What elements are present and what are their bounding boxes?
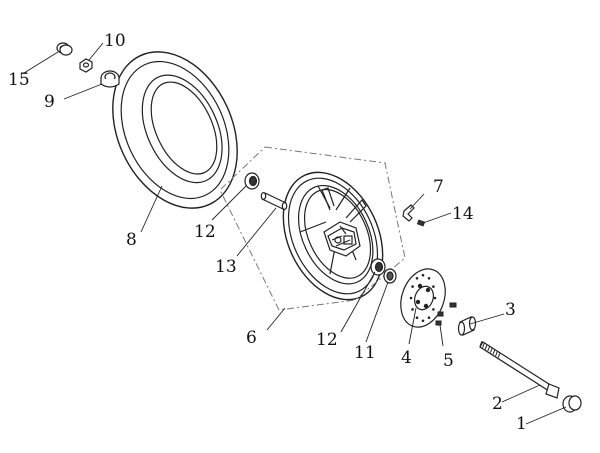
disc-hole (415, 316, 419, 320)
bearing-left (244, 172, 260, 190)
label-part-2: 2 (492, 394, 503, 414)
tread-mark (230, 128, 233, 137)
label-part-4: 4 (401, 348, 412, 368)
label-part-5: 5 (443, 351, 454, 371)
tread-mark (149, 55, 157, 60)
tread-mark (134, 62, 142, 64)
axle-collar (457, 316, 477, 336)
tread-mark (231, 150, 236, 157)
thread-line (482, 342, 486, 348)
thread-line (484, 344, 488, 350)
label-part-8: 8 (126, 230, 137, 250)
label-part-12-right: 12 (316, 330, 338, 350)
disc-hole (421, 273, 425, 277)
disc-hole (432, 285, 435, 288)
disc-hole (421, 319, 425, 323)
thread-line (492, 349, 496, 355)
label-part-1: 1 (516, 414, 527, 434)
axle-nut (562, 395, 582, 413)
disc-bolts (435, 302, 457, 326)
thread-line (489, 347, 493, 353)
tread-mark (165, 54, 172, 61)
disc-hole (411, 308, 414, 311)
tread-mark (213, 87, 215, 97)
washer (56, 42, 73, 56)
tread-mark (225, 107, 226, 117)
label-part-14: 14 (452, 204, 474, 224)
label-part-9: 9 (44, 92, 55, 112)
tread-mark (117, 87, 123, 91)
rim-group-outline (219, 146, 406, 311)
leader-lines (23, 42, 567, 425)
tire-valve (402, 204, 415, 222)
tread-mark (118, 123, 121, 132)
thread-line (487, 345, 491, 352)
tread-mark (115, 104, 120, 111)
disc-hole (432, 308, 435, 311)
tread-mark (227, 170, 233, 174)
brake-disc (400, 268, 446, 328)
label-part-7: 7 (433, 177, 444, 197)
disc-hole (411, 285, 414, 288)
thread-line (497, 352, 501, 358)
label-part-15: 15 (8, 70, 30, 90)
tread-mark (135, 162, 137, 172)
tread-mark (193, 200, 201, 205)
tread-mark (125, 143, 126, 153)
disc-hole (415, 277, 419, 280)
disc-hole (427, 316, 431, 320)
bearing-right (370, 258, 386, 276)
thread-line (479, 340, 483, 347)
tread-mark (178, 199, 185, 206)
label-part-11: 11 (354, 343, 376, 363)
hex-nut (79, 58, 93, 73)
label-part-10: 10 (104, 31, 126, 51)
wheel-rim (282, 171, 384, 301)
thread-line (495, 350, 499, 357)
tread-mark (124, 73, 132, 74)
label-part-6: 6 (246, 328, 257, 348)
label-part-3: 3 (505, 300, 516, 320)
tread-mark (207, 197, 215, 199)
label-part-13: 13 (215, 257, 237, 277)
valve-cap (416, 219, 426, 227)
speedometer-gear (100, 70, 120, 88)
axle-spacer (260, 192, 288, 211)
front-axle (479, 340, 560, 399)
disc-hole (433, 296, 437, 300)
label-part-12-left: 12 (194, 222, 216, 242)
disc-hole (409, 296, 413, 300)
disc-hole (427, 277, 431, 280)
oil-seal (383, 268, 397, 284)
tire (112, 51, 238, 209)
